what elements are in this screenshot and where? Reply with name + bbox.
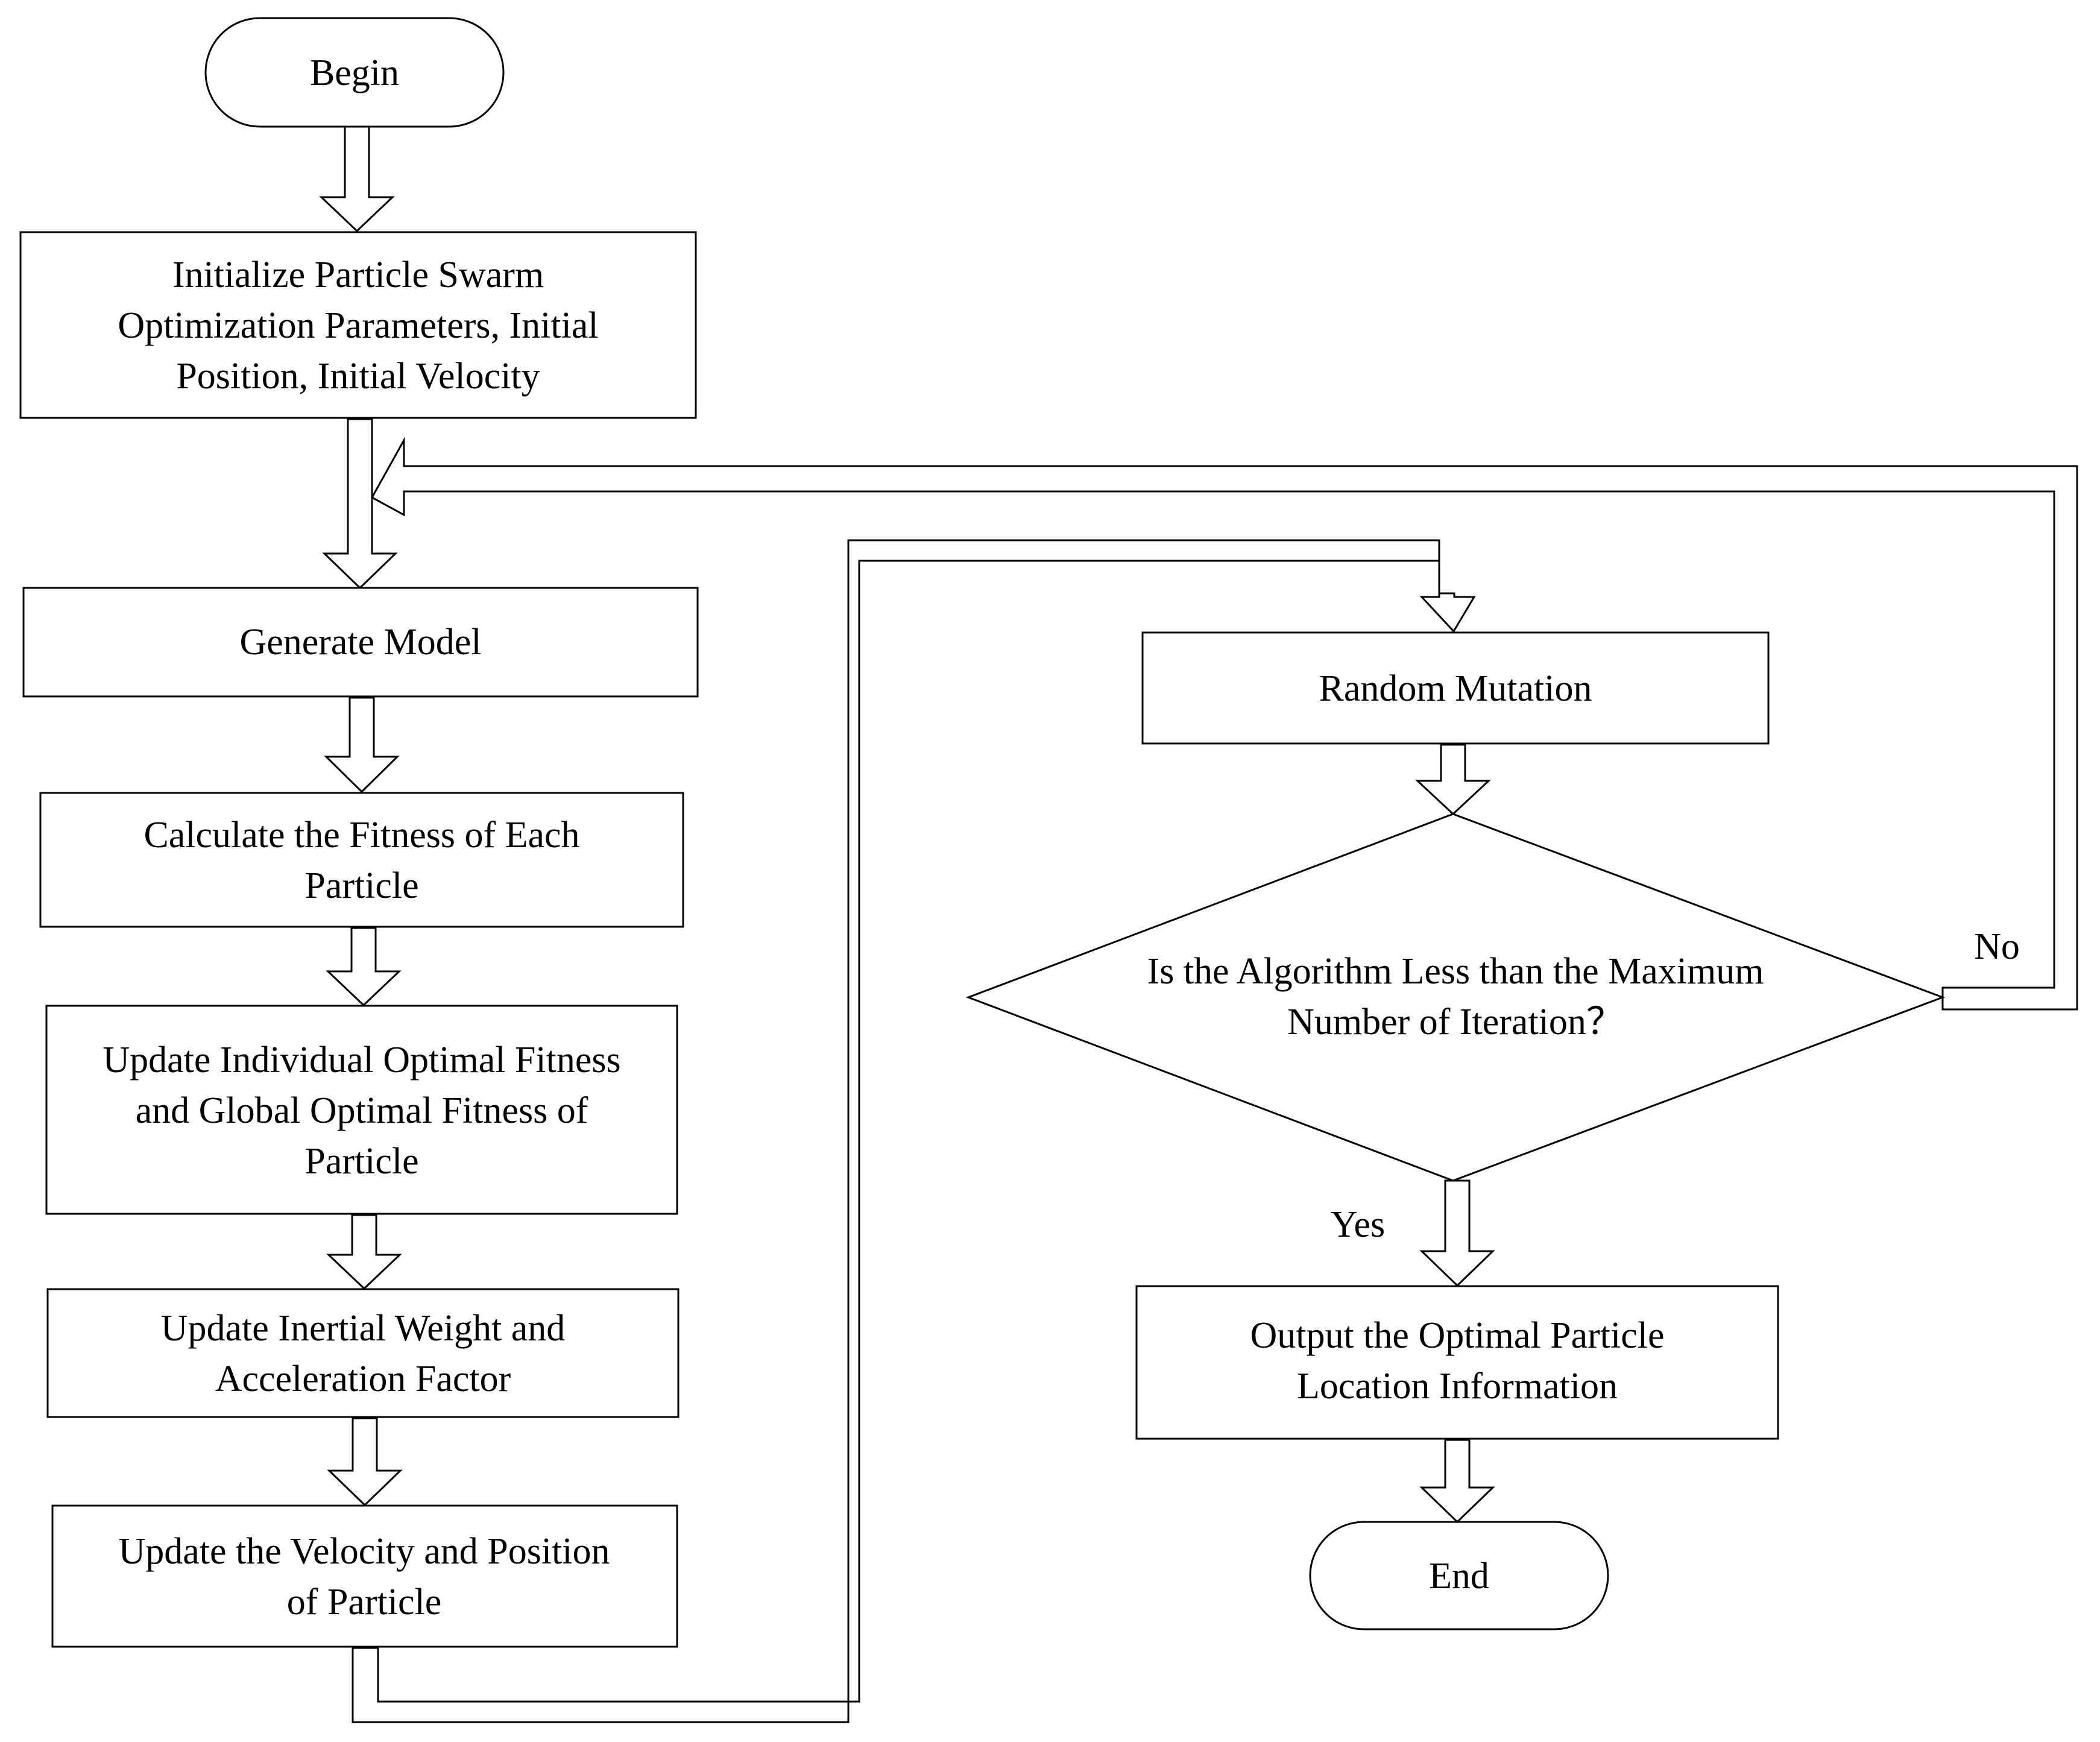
update-velocity-box	[51, 1504, 678, 1648]
arrow-output-to-end	[1419, 1439, 1495, 1524]
arrow-decision-to-output	[1419, 1179, 1495, 1287]
label-line: Initialize Particle Swarm	[172, 254, 544, 295]
random-mutation-label: Random Mutation	[1319, 668, 1592, 709]
arrow-generate-to-fitness	[324, 696, 400, 794]
label-line: Particle	[304, 1141, 418, 1182]
label-line: Output the Optimal Particle	[1250, 1315, 1664, 1356]
label-line: Update the Velocity and Position	[118, 1531, 610, 1572]
arrow-update-optimal-to-inertial	[326, 1214, 402, 1290]
arrow-inertial-to-velocity	[327, 1417, 403, 1507]
label-line: Update Individual Optimal Fitness	[102, 1040, 620, 1081]
label-line: Generate Model	[239, 622, 481, 663]
decision-diamond	[965, 813, 1946, 1182]
label-line: Location Information	[1297, 1366, 1618, 1407]
label-line: Particle	[304, 865, 418, 906]
update-velocity-label: Update the Velocity and Position of Parti…	[118, 1531, 610, 1623]
label-line: End	[1429, 1556, 1489, 1597]
output-box	[1135, 1285, 1779, 1440]
yes-label: Yes	[1331, 1204, 1385, 1245]
label-line: Position, Initial Velocity	[176, 356, 540, 397]
label-line: Optimization Parameters, Initial	[118, 305, 598, 346]
label-line: Update Inertial Weight and	[161, 1308, 565, 1349]
begin-label: Begin	[310, 52, 399, 93]
end-terminal	[1309, 1521, 1609, 1630]
label-line: Number of Iteration？	[1287, 1002, 1624, 1043]
arrow-mutation-to-decision	[1415, 743, 1491, 816]
arrow-begin-to-init	[319, 125, 395, 233]
label-line: and Global Optimal Fitness of	[136, 1090, 588, 1131]
init-box	[19, 231, 697, 419]
label-line: Is the Algorithm Less than the Maximum	[1147, 951, 1764, 992]
connector-velocity-to-mutation	[352, 539, 1476, 1723]
random-mutation-box	[1141, 631, 1770, 745]
generate-model-box	[22, 587, 699, 698]
label-line: Random Mutation	[1319, 668, 1592, 709]
label-line: of Particle	[287, 1582, 442, 1623]
update-optimal-box	[45, 1005, 678, 1215]
update-inertial-box	[46, 1288, 680, 1418]
fitness-box	[39, 792, 684, 928]
no-label: No	[1974, 926, 2020, 967]
label-line: Acceleration Factor	[215, 1359, 511, 1400]
generate-model-label: Generate Model	[239, 622, 481, 663]
label-line: Calculate the Fitness of Each	[143, 815, 579, 856]
end-label: End	[1429, 1556, 1489, 1597]
arrow-fitness-to-update-optimal	[326, 927, 402, 1007]
label-line: Begin	[310, 52, 399, 93]
loop-back-arrow-no	[370, 437, 2078, 1011]
arrow-init-to-generate	[322, 418, 398, 590]
update-optimal-label: Update Individual Optimal Fitness and Glo…	[102, 1040, 620, 1182]
